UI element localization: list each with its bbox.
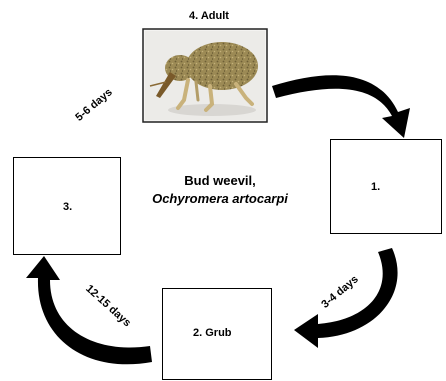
scientific-name: Ochyromera artocarpi — [150, 190, 290, 208]
stage1-box — [330, 139, 442, 234]
arrow-grub-to-stage3 — [26, 256, 152, 364]
stage1-label: 1. — [371, 181, 380, 193]
arrow-stage1-to-grub — [294, 248, 398, 348]
common-name: Bud weevil, — [150, 172, 290, 190]
species-title: Bud weevil, Ochyromera artocarpi — [150, 172, 290, 208]
arrow-adult-to-stage1 — [272, 75, 410, 138]
stage3-label: 3. — [63, 201, 72, 213]
stage2-label: 2. Grub — [193, 327, 232, 339]
